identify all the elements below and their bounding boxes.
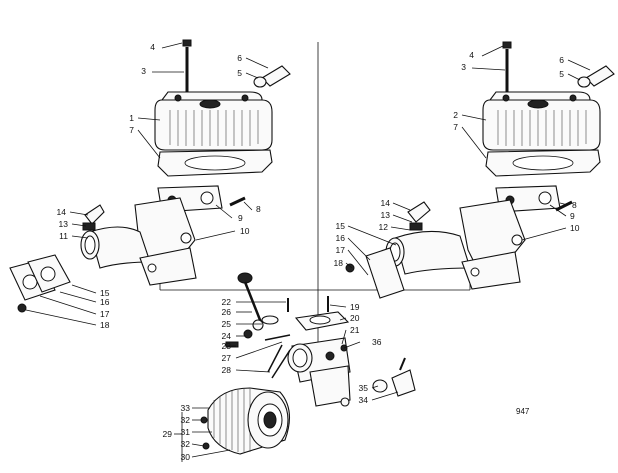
label-filter-29: 29 <box>163 429 173 439</box>
label-left-13: 13 <box>59 219 69 229</box>
label-left-8: 8 <box>256 204 261 214</box>
label-carb-23: 23 <box>222 341 232 351</box>
label-right-10: 10 <box>570 223 580 233</box>
label-carb-28: 28 <box>222 365 232 375</box>
label-carb-35: 35 <box>359 383 369 393</box>
label-right-6: 6 <box>559 55 564 65</box>
label-right-9: 9 <box>570 211 575 221</box>
label-left-15: 15 <box>100 288 110 298</box>
label-carb-27: 27 <box>222 353 232 363</box>
label-left-16: 16 <box>100 297 110 307</box>
label-left-5: 5 <box>237 68 242 78</box>
label-carb-21: 21 <box>350 325 360 335</box>
label-left-17: 17 <box>100 309 110 319</box>
label-left-7: 7 <box>129 125 134 135</box>
label-filter-33: 33 <box>181 403 191 413</box>
label-right-4: 4 <box>469 50 474 60</box>
label-right-16: 16 <box>336 233 346 243</box>
label-left-11: 11 <box>59 231 68 241</box>
right-cylinder-head <box>482 41 615 177</box>
label-carb-34: 34 <box>359 395 369 405</box>
label-right-12: 12 <box>379 222 389 232</box>
label-left-18: 18 <box>100 320 110 330</box>
carburetor <box>225 272 416 407</box>
label-right-3: 3 <box>461 62 466 72</box>
label-left-10: 10 <box>240 226 250 236</box>
left-intake-manifold <box>80 185 246 286</box>
label-carb-26: 26 <box>222 307 232 317</box>
label-right-14: 14 <box>381 198 391 208</box>
label-right-7: 7 <box>453 122 458 132</box>
label-right-18: 18 <box>334 258 344 268</box>
label-carb-25: 25 <box>222 319 232 329</box>
label-right-8: 8 <box>572 200 577 210</box>
figure-number: 947 <box>516 407 530 416</box>
label-carb-22: 22 <box>222 297 232 307</box>
label-left-14: 14 <box>57 207 67 217</box>
label-filter-30: 30 <box>181 452 191 462</box>
left-flange <box>9 254 71 313</box>
label-filter-31: 31 <box>181 427 191 437</box>
label-carb-19: 19 <box>350 302 360 312</box>
label-filter-32b: 32 <box>181 439 191 449</box>
label-right-17: 17 <box>336 245 346 255</box>
label-right-13: 13 <box>381 210 391 220</box>
right-intake-manifold <box>345 185 573 299</box>
label-filter-32a: 32 <box>181 415 191 425</box>
label-carb-20: 20 <box>350 313 360 323</box>
label-left-4: 4 <box>150 42 155 52</box>
label-right-2: 2 <box>453 110 458 120</box>
label-carb-36: 36 <box>372 337 382 347</box>
leader-lines <box>25 42 591 458</box>
label-left-9: 9 <box>238 213 243 223</box>
label-right-5: 5 <box>559 69 564 79</box>
label-carb-24: 24 <box>222 331 232 341</box>
label-left-1: 1 <box>129 113 134 123</box>
label-left-3: 3 <box>141 66 146 76</box>
label-left-6: 6 <box>237 53 242 63</box>
left-cylinder-head <box>154 39 291 177</box>
air-filter <box>181 387 291 462</box>
label-right-15: 15 <box>336 221 346 231</box>
